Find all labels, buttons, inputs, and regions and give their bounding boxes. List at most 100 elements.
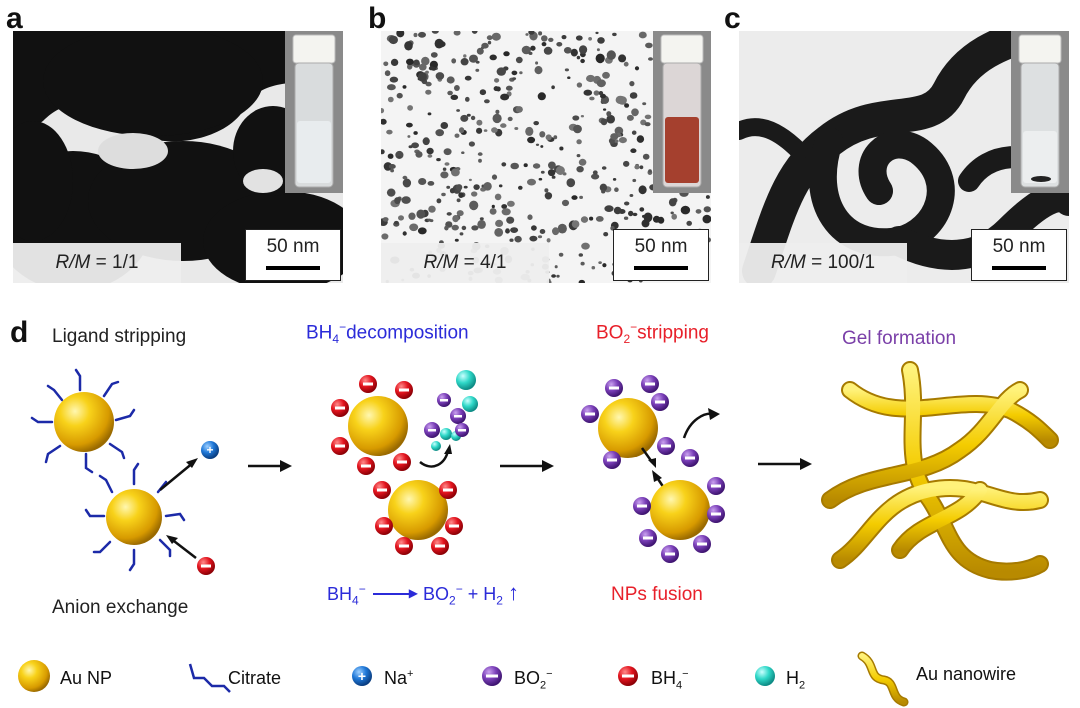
nanoparticle-dot (515, 56, 523, 64)
nanoparticle-dot (494, 228, 504, 237)
nanoparticle-dot (576, 139, 582, 145)
nanoparticle-dot (409, 223, 419, 232)
nanoparticle-dot (458, 127, 465, 134)
nanoparticle-dot (427, 112, 432, 116)
vial-photo-b (653, 31, 711, 193)
au-np-1 (54, 392, 114, 452)
svg-text:+: + (206, 443, 213, 457)
nanoparticle-dot (636, 135, 645, 143)
nanoparticle-dot (492, 113, 502, 124)
nanoparticle-dot (556, 274, 560, 278)
nanoparticle-dot (483, 182, 492, 191)
step-gel-formation: Gel formation (842, 328, 957, 349)
nanoparticle-dot (394, 220, 399, 225)
nanoparticle-dot (615, 95, 625, 105)
nanoparticle-dot (512, 77, 517, 80)
nanoparticle-dot (551, 274, 556, 278)
ratio-value-a: 1/1 (112, 252, 139, 273)
legend-citrate: Citrate (228, 668, 282, 688)
nanoparticle-dot (463, 54, 467, 58)
legend-bo2: BO2− (514, 668, 553, 692)
nanoparticle-dot (530, 45, 536, 51)
nanoparticle-dot (476, 47, 484, 55)
legend-citrate-icon (188, 663, 231, 693)
nanoparticle-dot (606, 111, 612, 117)
nanoparticle-dot (614, 187, 619, 192)
nanoparticle-dot (471, 225, 479, 231)
nanoparticle-dot (581, 242, 590, 250)
nanoparticle-dot (598, 261, 602, 264)
nanoparticle-dot (541, 42, 547, 47)
nanoparticle-dot (572, 115, 580, 121)
nanoparticle-dot (446, 185, 451, 189)
nanoparticle-dot (603, 232, 609, 237)
nanoparticle-dot (535, 143, 540, 146)
nanoparticle-dot (642, 153, 650, 160)
nanoparticle-dot (626, 114, 634, 121)
nanoparticle-dot (383, 61, 389, 67)
nanoparticle-dot (591, 266, 596, 270)
nanoparticle-dot (427, 218, 432, 222)
nanoparticle-dot (623, 216, 629, 220)
nanoparticle-dot (456, 210, 464, 217)
nanoparticle-dot (652, 215, 661, 223)
nanoparticle-dot (606, 114, 615, 124)
nanoparticle-dot (426, 147, 434, 155)
nanoparticle-dot (604, 205, 614, 213)
nanoparticle-dot (501, 208, 511, 216)
nanoparticle-dot (461, 151, 465, 154)
nanoparticle-dot (444, 225, 449, 231)
nanoparticle-dot (428, 205, 436, 213)
nanoparticle-dot (413, 131, 418, 135)
nanoparticle-dot (460, 58, 469, 66)
nanoparticle-dot (418, 178, 427, 185)
nanoparticle-dot (486, 35, 493, 41)
nanoparticle-dot (408, 212, 416, 220)
nanoparticle-dot (638, 31, 647, 39)
nanoparticle-dot (680, 205, 691, 215)
nanoparticle-dot (558, 252, 564, 257)
nanoparticle-dot (628, 210, 634, 217)
nanoparticle-dot (440, 171, 449, 179)
nanoparticle-dot (386, 188, 396, 197)
nanoparticle-dot (598, 91, 604, 96)
nanoparticle-dot (570, 48, 578, 57)
nanoparticle-dot (538, 177, 543, 181)
nanoparticle-dot (407, 135, 411, 138)
nanoparticle-dot (533, 121, 539, 126)
nanoparticle-dot (411, 142, 419, 149)
nanoparticle-dot (548, 161, 556, 170)
nanoparticle-dot (576, 166, 584, 173)
nanoparticle-dot (551, 85, 555, 90)
scale-bar-a: 50 nm (245, 229, 341, 281)
nanoparticle-dot (413, 32, 418, 38)
nanoparticle-dot (571, 195, 578, 200)
nanoparticle-dot (381, 149, 385, 155)
nanoparticle-dot (442, 167, 447, 171)
nanoparticle-dot (509, 238, 514, 242)
nanoparticle-dot (538, 31, 543, 36)
nanoparticle-dot (401, 196, 411, 204)
nanoparticle-dot (618, 137, 627, 144)
nanoparticle-dot (614, 139, 619, 143)
nanoparticle-dot (476, 119, 483, 126)
nanoparticle-dot (589, 96, 595, 101)
nanoparticle-dot (571, 220, 580, 229)
nanoparticle-dot (613, 206, 622, 215)
nanoparticle-dot (494, 78, 500, 83)
au-np-6 (650, 480, 710, 540)
nanoparticle-dot (529, 235, 538, 242)
nanoparticle-dot (500, 93, 510, 101)
nanoparticle-dot (648, 169, 652, 173)
tem-image-b: R/M = 4/1 50 nm (381, 31, 711, 283)
nanoparticle-dot (546, 238, 551, 243)
nanoparticle-dot (396, 31, 405, 38)
nanoparticle-dot (479, 89, 487, 96)
nanoparticle-dot (383, 162, 393, 171)
nanoparticle-dot (507, 200, 515, 207)
nanoparticle-dot (471, 191, 478, 197)
nanoparticle-dot (514, 127, 519, 130)
nanoparticle-dot (575, 35, 583, 41)
nanoparticle-dot (518, 185, 523, 190)
eq-mid: BO (422, 584, 449, 604)
